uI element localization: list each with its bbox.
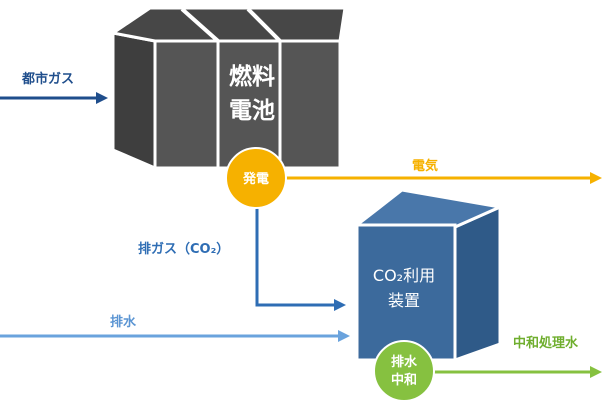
co2-utilization-device: CO₂利用 装置 bbox=[352, 188, 506, 363]
city-gas-arrowhead bbox=[96, 92, 108, 104]
electricity-arrowhead bbox=[590, 172, 602, 184]
treated-water-label: 中和処理水 bbox=[513, 335, 579, 351]
fuel-cell-top-seam bbox=[246, 7, 282, 43]
co2-device-right-face bbox=[453, 204, 502, 363]
fuel-cell-label-line1: 燃料 bbox=[229, 63, 275, 90]
co2-device-label-line1: CO₂利用 bbox=[373, 266, 435, 285]
exhaust-gas-arrow-line bbox=[255, 205, 336, 307]
exhaust-gas-label: 排ガス（CO₂） bbox=[138, 241, 229, 257]
treated-water-arrowhead bbox=[590, 366, 602, 378]
fuel-cell-left-face bbox=[111, 31, 157, 171]
electricity-label: 電気 bbox=[412, 158, 438, 174]
power-generation-label: 発電 bbox=[242, 171, 269, 187]
co2-device-label-line2: 装置 bbox=[388, 291, 420, 310]
neutralization-node: 排水 中和 bbox=[373, 340, 435, 402]
fuel-cell-top-seam bbox=[180, 7, 220, 43]
neutralization-label-line1: 排水 bbox=[391, 354, 418, 370]
drain-water-arrowhead bbox=[338, 330, 350, 342]
exhaust-gas-arrowhead bbox=[334, 299, 346, 311]
co2-device-front-face bbox=[355, 223, 457, 362]
fuel-cell-label-line2: 電池 bbox=[229, 98, 275, 124]
neutralization-circle bbox=[373, 340, 435, 402]
power-generation-node: 発電 bbox=[225, 147, 287, 209]
neutralization-label-line2: 中和 bbox=[391, 372, 417, 388]
fuel-cell-stack: 燃料 電池 bbox=[109, 6, 347, 171]
power-generation-circle bbox=[225, 147, 287, 209]
drain-water-label: 排水 bbox=[110, 314, 137, 330]
city-gas-label: 都市ガス bbox=[21, 71, 74, 87]
fuel-cell-top-face bbox=[109, 6, 347, 43]
